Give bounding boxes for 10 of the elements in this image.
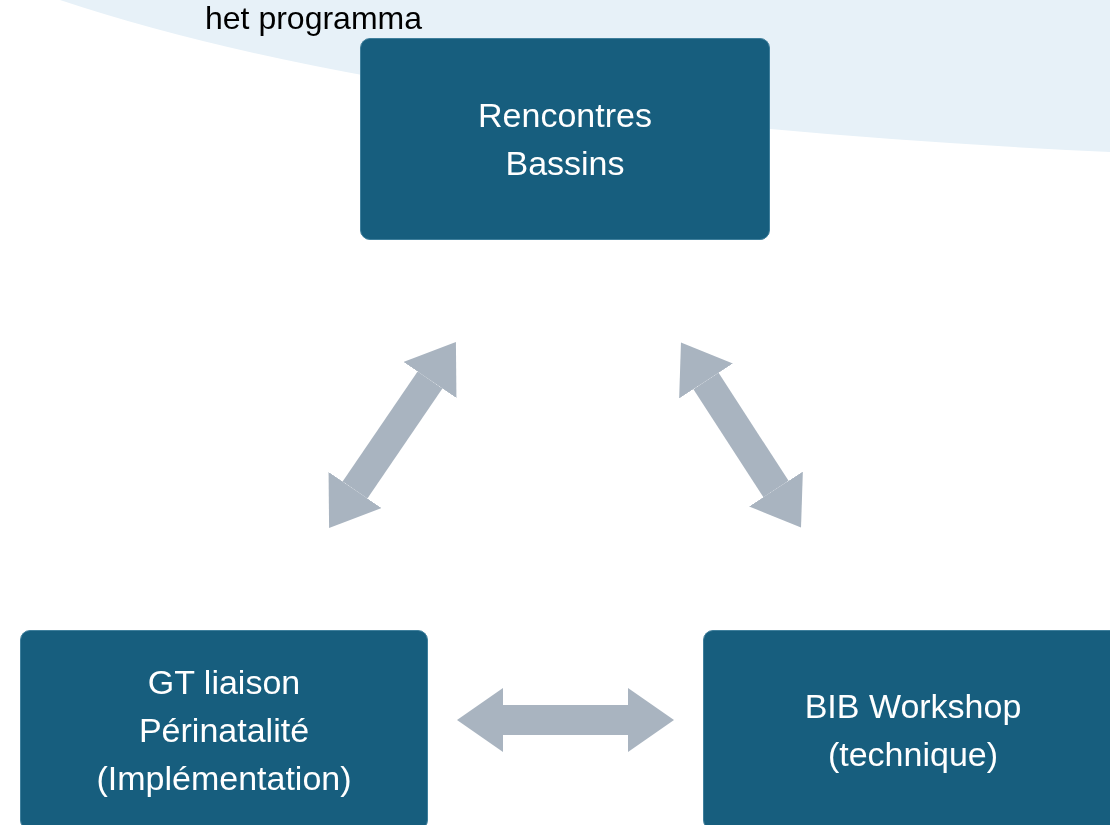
process-box <box>703 630 1110 825</box>
process-box <box>360 38 770 240</box>
box-label: GT liaison Périnatalité (Implémentation) <box>95 662 353 799</box>
double-arrow <box>328 342 457 528</box>
double-arrow <box>457 688 674 752</box>
double-arrow <box>679 342 803 528</box>
box-label: BIB Workshop (technique) <box>803 686 1023 775</box>
process-box <box>20 630 428 825</box>
heading-text: het programma <box>205 0 422 38</box>
box-label: Rencontres Bassins <box>477 95 653 184</box>
